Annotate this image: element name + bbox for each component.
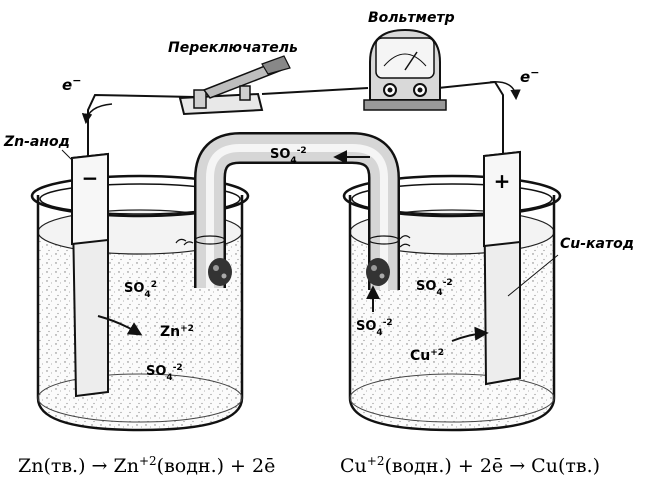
switch[interactable]: [178, 55, 291, 116]
electron-label-left: e−: [62, 74, 81, 95]
voltmeter: [363, 28, 447, 111]
salt-bridge: [194, 132, 400, 290]
cu-cathode-label: Cu-катод: [560, 236, 634, 252]
zn-anode-electrode: −: [70, 152, 109, 398]
cu-cathode-electrode: +: [482, 150, 521, 386]
svg-text:e−: e−: [62, 74, 81, 95]
bridge-swirls: [175, 235, 411, 248]
voltmeter-terminals: [383, 83, 427, 97]
cu-ion-arrow: [451, 326, 489, 342]
zn-anode-pointer: [61, 149, 73, 161]
minus-sign: −: [82, 166, 99, 190]
svg-text:e−: e−: [520, 66, 539, 87]
electron-flow-right: [489, 81, 521, 101]
electron-label-right: e−: [520, 66, 539, 87]
voltmeter-label: Вольтметр: [368, 10, 455, 26]
sulfate-bridge-label: SO4-2: [270, 146, 307, 166]
zn-ion-label: Zn+2: [160, 324, 194, 340]
switch-label: Переключатель: [168, 40, 298, 56]
plus-sign: +: [494, 169, 511, 193]
cu-cathode-pointer: [507, 254, 559, 297]
electron-flow-left: [81, 103, 113, 125]
anode-half-reaction: Zn(тв.) → Zn+2(водн.) + 2ē: [18, 454, 275, 477]
zn-anode-label: Zn-анод: [3, 134, 70, 150]
cathode-half-reaction: Cu+2(водн.) + 2ē → Cu(тв.): [340, 454, 600, 477]
zn-ion-arrow: [97, 315, 143, 336]
external-circuit-wire: [87, 80, 504, 158]
sulfate-right-upper: SO4-2: [416, 278, 453, 298]
sulfate-left-lower: SO4-2: [146, 363, 183, 383]
cu-ion-label: Cu+2: [410, 348, 444, 364]
sulfate-left-upper: SO42: [124, 280, 157, 300]
sulfate-right-lower: SO4-2: [356, 318, 393, 338]
